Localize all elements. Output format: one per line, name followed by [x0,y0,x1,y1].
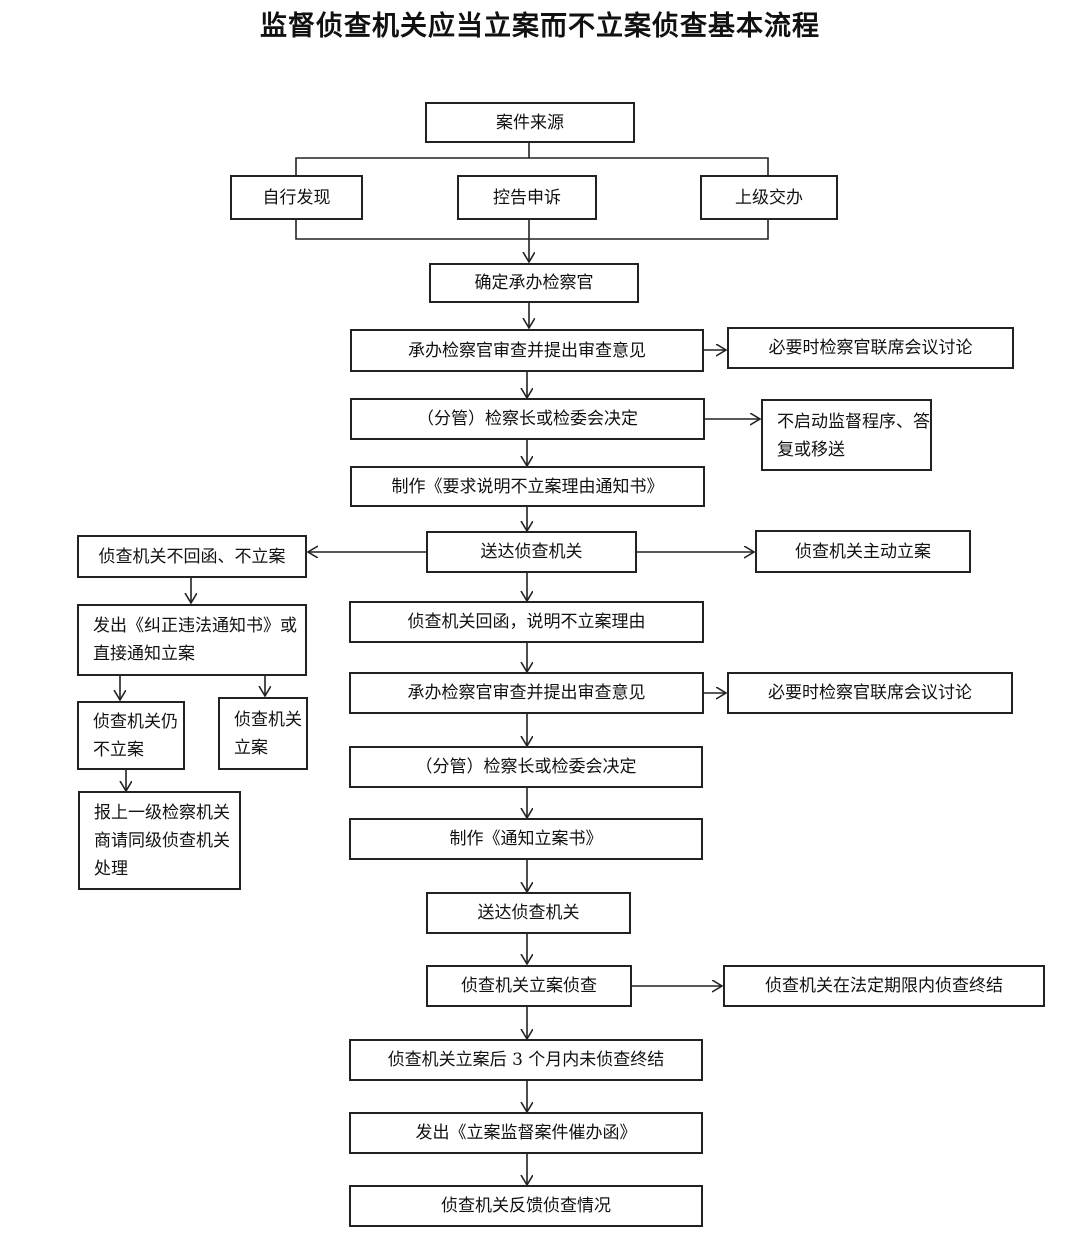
page-title: 监督侦查机关应当立案而不立案侦查基本流程 [260,11,820,42]
active-filing-box: 侦查机关主动立案 [755,530,971,573]
still-no-case-box: 侦查机关仍不立案 [77,701,185,770]
deliver-box-1: 送达侦查机关 [426,531,637,573]
report-superior-box: 报上一级检察机关商请同级侦查机关处理 [78,791,241,890]
deliver-box-2: 送达侦查机关 [426,892,631,934]
investigate-box: 侦查机关立案侦查 [426,965,632,1007]
self-found-box: 自行发现 [230,175,363,220]
reply-reason-box: 侦查机关回函，说明不立案理由 [349,601,704,643]
complaint-box: 控告申诉 [457,175,597,220]
edge-branch-bar [295,157,769,175]
no-reply-box: 侦查机关不回函、不立案 [77,535,307,578]
urge-letter-box: 发出《立案监督案件催办函》 [349,1112,703,1154]
correction-notice-box: 发出《纠正违法通知书》或直接通知立案 [77,604,307,676]
filing-notice-box: 制作《通知立案书》 [349,818,703,860]
case-source-box: 案件来源 [425,102,635,143]
assign-prosecutor-box: 确定承办检察官 [429,263,639,303]
request-notice-box: 制作《要求说明不立案理由通知书》 [350,466,705,507]
decision-box-1: （分管）检察长或检委会决定 [350,398,705,440]
review-opinion-box-1: 承办检察官审查并提出审查意见 [350,329,704,372]
review-opinion-box-2: 承办检察官审查并提出审查意见 [349,672,704,714]
filed-case-box: 侦查机关立案 [218,697,308,770]
superior-assign-box: 上级交办 [700,175,838,220]
joint-meeting-box-1: 必要时检察官联席会议讨论 [727,327,1014,369]
edge-merge-bar [295,220,769,240]
decision-box-2: （分管）检察长或检委会决定 [349,746,703,788]
no-supervision-box: 不启动监督程序、答复或移送 [761,399,932,471]
feedback-box: 侦查机关反馈侦查情况 [349,1185,703,1227]
joint-meeting-box-2: 必要时检察官联席会议讨论 [727,672,1013,714]
not-concluded-box: 侦查机关立案后 3 个月内未侦查终结 [349,1039,703,1081]
conclude-in-term-box: 侦查机关在法定期限内侦查终结 [723,965,1045,1007]
